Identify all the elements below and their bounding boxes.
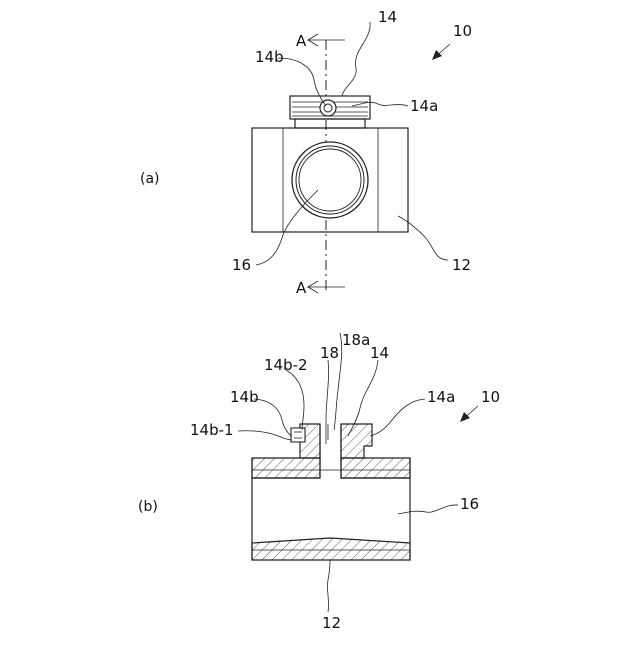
cap-top-view [290,96,370,128]
label-14b-1: 14b-1 [190,421,234,439]
leader-14b-2 [286,370,304,430]
leader-12 [398,216,448,260]
label-14: 14 [378,8,397,26]
label-14a-b: 14a [427,388,455,406]
section-marker-top: A [296,32,307,50]
label-10-b: 10 [481,388,500,406]
arrow-10-head [432,50,442,60]
leader-14b [254,399,292,436]
label-14b: 14b [255,48,284,66]
label-12-b: 12 [322,614,341,632]
view-b: (b) [138,331,500,632]
leader-14a-b [370,399,425,436]
label-10: 10 [453,22,472,40]
label-14a: 14a [410,97,438,115]
leader-16-b [398,505,458,514]
arrow-10-b-head [460,412,470,422]
label-12: 12 [452,256,471,274]
label-18: 18 [320,344,339,362]
label-14b-b: 14b [230,388,259,406]
leader-14a [352,102,408,106]
leader-14b-1 [238,431,292,440]
view-a: (a) A A [140,8,472,297]
section-marker-bottom: A [296,279,307,297]
label-18a: 18a [342,331,370,349]
leader-14b [278,58,326,106]
label-14b-2: 14b-2 [264,356,308,374]
panel-label-a: (a) [140,171,160,187]
leader-14 [342,22,370,96]
housing-section [252,458,410,560]
leader-12-b [327,560,330,612]
port-14b-detail [291,428,305,442]
panel-label-b: (b) [138,499,158,515]
label-14-b: 14 [370,344,389,362]
label-16: 16 [232,256,251,274]
label-16-b: 16 [460,495,479,513]
pipe-opening [292,142,368,218]
